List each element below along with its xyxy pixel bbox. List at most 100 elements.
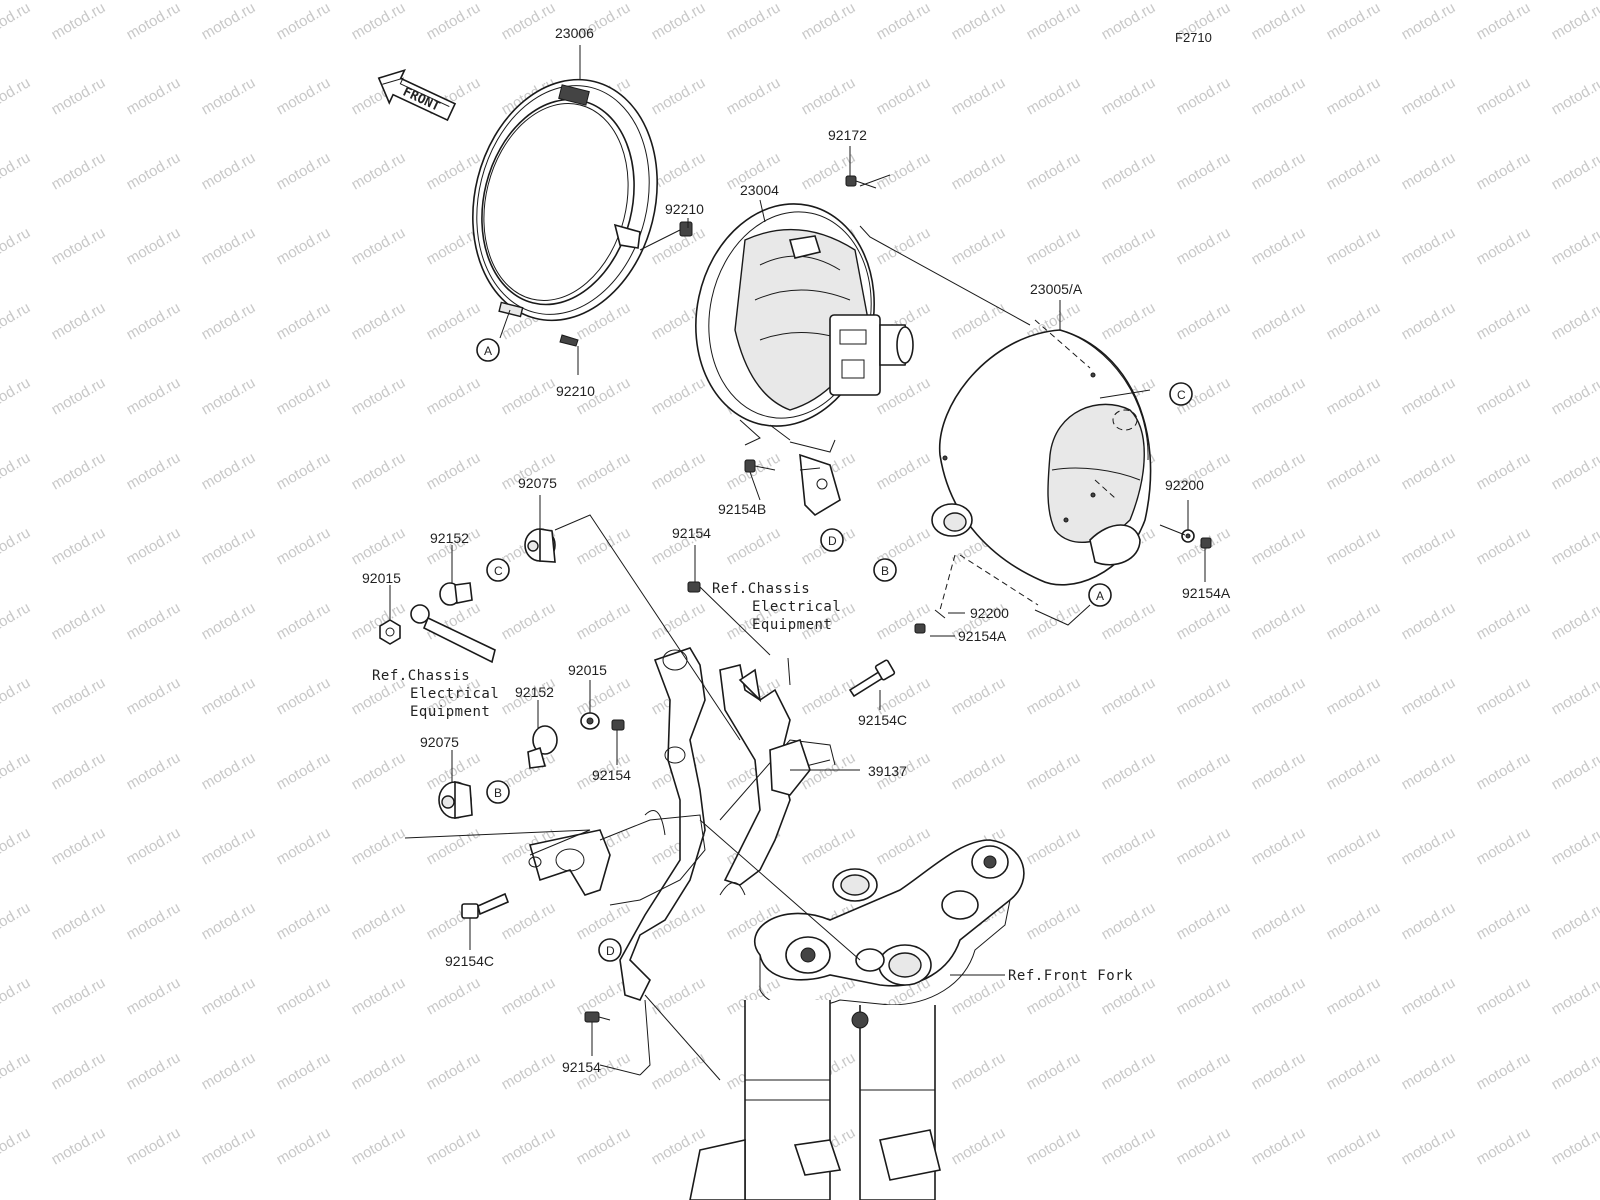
watermark-text: motod.ru <box>499 599 559 643</box>
headlight-cover <box>931 329 1152 586</box>
watermark-text: motod.ru <box>49 599 109 643</box>
watermark-text: motod.ru <box>1474 299 1534 343</box>
watermark-text: motod.ru <box>124 449 184 493</box>
watermark-text: motod.ru <box>1324 674 1384 718</box>
watermark-text: motod.ru <box>1324 299 1384 343</box>
watermark-text: motod.ru <box>199 1049 259 1093</box>
watermark-text: motod.ru <box>1324 0 1384 43</box>
watermark-text: motod.ru <box>199 149 259 193</box>
headlight-rim <box>472 78 658 322</box>
watermark-text: motod.ru <box>274 74 334 118</box>
watermark-text: motod.ru <box>1174 1124 1234 1168</box>
watermark-text: motod.ru <box>0 1049 33 1093</box>
watermark-text: motod.ru <box>1549 0 1600 43</box>
ref-front-fork: Ref.Front Fork <box>1008 968 1133 984</box>
watermark-text: motod.ru <box>1474 1124 1534 1168</box>
label-92152-mid: 92152 <box>515 684 554 700</box>
marker-B-left: B <box>486 780 510 804</box>
watermark-text: motod.ru <box>1324 74 1384 118</box>
watermark-text: motod.ru <box>199 674 259 718</box>
washer-92200-mid <box>934 609 946 619</box>
watermark-text: motod.ru <box>1249 524 1309 568</box>
marker-A-right: A <box>1088 583 1112 607</box>
watermark-text: motod.ru <box>724 0 784 43</box>
ref-chassis-left-line3: Equipment <box>410 704 490 720</box>
watermark-text: motod.ru <box>874 149 934 193</box>
watermark-text: motod.ru <box>1174 149 1234 193</box>
watermark-text: motod.ru <box>49 0 109 43</box>
watermark-text: motod.ru <box>349 1124 409 1168</box>
watermark-text: motod.ru <box>949 749 1009 793</box>
watermark-text: motod.ru <box>1399 449 1459 493</box>
svg-text:C: C <box>494 564 503 578</box>
watermark-text: motod.ru <box>799 674 859 718</box>
watermark-text: motod.ru <box>0 149 33 193</box>
watermark-text: motod.ru <box>424 824 484 868</box>
watermark-text: motod.ru <box>574 449 634 493</box>
watermark-text: motod.ru <box>0 599 33 643</box>
watermark-text: motod.ru <box>1249 899 1309 943</box>
watermark-text: motod.ru <box>49 299 109 343</box>
watermark-text: motod.ru <box>49 524 109 568</box>
watermark-text: motod.ru <box>49 1049 109 1093</box>
watermark-text: motod.ru <box>799 0 859 43</box>
watermark-text: motod.ru <box>1474 1049 1534 1093</box>
watermark-text: motod.ru <box>1174 974 1234 1018</box>
watermark-text: motod.ru <box>1549 299 1600 343</box>
watermark-text: motod.ru <box>1099 1049 1159 1093</box>
svg-text:B: B <box>881 564 889 578</box>
watermark-text: motod.ru <box>49 1124 109 1168</box>
watermark-text: motod.ru <box>0 1124 33 1168</box>
watermark-text: motod.ru <box>949 224 1009 268</box>
watermark-text: motod.ru <box>499 899 559 943</box>
watermark-text: motod.ru <box>274 1049 334 1093</box>
watermark-text: motod.ru <box>199 374 259 418</box>
ref-chassis-top-line2: Electrical <box>752 599 841 615</box>
watermark-text: motod.ru <box>199 599 259 643</box>
watermark-text: motod.ru <box>124 824 184 868</box>
label-39137: 39137 <box>868 763 907 779</box>
screw-92172 <box>845 175 877 189</box>
watermark-text: motod.ru <box>124 974 184 1018</box>
watermark-text: motod.ru <box>199 299 259 343</box>
watermark-text: motod.ru <box>574 899 634 943</box>
watermark-text: motod.ru <box>1549 374 1600 418</box>
nut-92015-mid <box>580 712 600 730</box>
circle-markers: A A B B C C D D <box>476 338 1193 962</box>
label-23005A: 23005/A <box>1030 281 1083 297</box>
label-92154A-right: 92154A <box>1182 585 1231 601</box>
watermark-text: motod.ru <box>49 149 109 193</box>
label-92015-mid: 92015 <box>568 662 607 678</box>
bolt-92154-bottom <box>584 1011 611 1023</box>
watermark-text: motod.ru <box>1549 824 1600 868</box>
watermark-text: motod.ru <box>1549 224 1600 268</box>
watermark-text: motod.ru <box>1474 974 1534 1018</box>
watermark-text: motod.ru <box>199 899 259 943</box>
watermark-text: motod.ru <box>949 0 1009 43</box>
watermark-text: motod.ru <box>1324 824 1384 868</box>
watermark-text: motod.ru <box>1024 149 1084 193</box>
grommet-92075-top <box>524 528 556 563</box>
watermark-text: motod.ru <box>49 899 109 943</box>
label-92200-mid: 92200 <box>970 605 1009 621</box>
label-23004: 23004 <box>740 182 779 198</box>
watermark-text: motod.ru <box>499 1124 559 1168</box>
watermark-text: motod.ru <box>649 74 709 118</box>
watermark-text: motod.ru <box>0 299 33 343</box>
headlight-unit <box>695 203 914 517</box>
watermark-text: motod.ru <box>1399 0 1459 43</box>
watermark-text: motod.ru <box>1324 974 1384 1018</box>
watermark-text: motod.ru <box>1099 599 1159 643</box>
watermark-text: motod.ru <box>1549 149 1600 193</box>
watermark-text: motod.ru <box>1549 449 1600 493</box>
watermark-text: motod.ru <box>799 149 859 193</box>
watermark-text: motod.ru <box>1474 449 1534 493</box>
watermark-text: motod.ru <box>1399 374 1459 418</box>
watermark-text: motod.ru <box>1249 674 1309 718</box>
watermark-text: motod.ru <box>649 1049 709 1093</box>
svg-text:C: C <box>1177 388 1186 402</box>
watermark-text: motod.ru <box>349 149 409 193</box>
watermark-text: motod.ru <box>1549 524 1600 568</box>
watermark-text: motod.ru <box>499 1049 559 1093</box>
watermark-text: motod.ru <box>1549 974 1600 1018</box>
